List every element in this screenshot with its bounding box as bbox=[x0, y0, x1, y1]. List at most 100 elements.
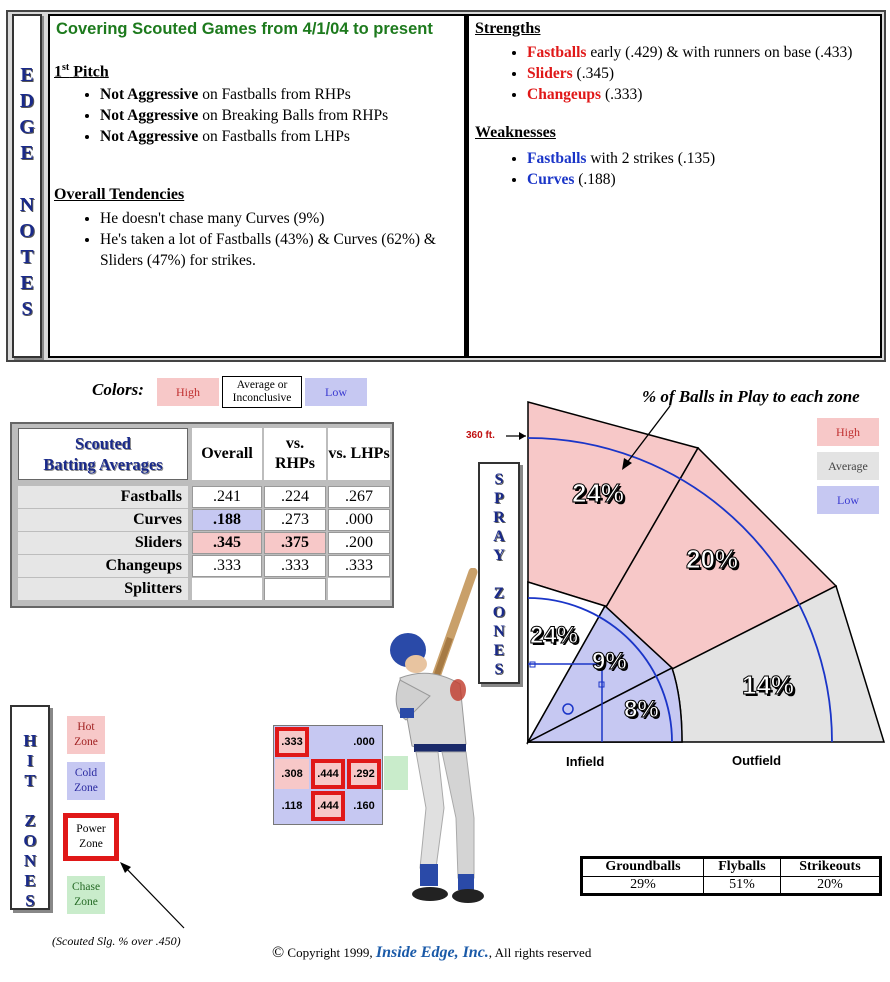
legend-average: Average or Inconclusive bbox=[222, 376, 302, 408]
hit-zones-letter: T bbox=[24, 771, 36, 790]
hit-zones-letter: Z bbox=[24, 811, 36, 830]
tendencies-heading: Overall Tendencies bbox=[54, 186, 185, 203]
spray-zones-letter: S bbox=[494, 661, 504, 678]
row-label: Curves bbox=[18, 509, 188, 531]
list-item: Fastballs with 2 strikes (.135) bbox=[527, 148, 890, 169]
list-item: Not Aggressive on Fastballs from LHPs bbox=[100, 126, 500, 147]
row-label: Splitters bbox=[18, 578, 188, 600]
list-item: He's taken a lot of Fastballs (43%) & Cu… bbox=[100, 229, 450, 271]
chase-zone-key: Chase Zone bbox=[67, 876, 105, 914]
spray-zones-letter: Y bbox=[493, 547, 505, 564]
avg-cell-rhp: .375 bbox=[264, 532, 326, 554]
spray-field bbox=[526, 401, 886, 745]
hit-zones-letter: O bbox=[23, 831, 37, 850]
legend-high: High bbox=[157, 378, 219, 406]
avg-cell-rhp bbox=[264, 578, 326, 600]
avg-cell-lhp: .333 bbox=[328, 555, 390, 577]
batter-figure bbox=[390, 568, 484, 903]
spray-zones-letter: E bbox=[493, 642, 505, 659]
power-zone-key: Power Zone bbox=[63, 813, 119, 861]
infield-right-pct: 8% bbox=[624, 696, 660, 724]
spray-legend-average: Average bbox=[817, 452, 879, 480]
legend-low: Low bbox=[305, 378, 367, 406]
edge-notes-letter: T bbox=[20, 246, 34, 268]
list-item: Fastballs early (.429) & with runners on… bbox=[527, 42, 890, 63]
col-header-rhp: vs. RHPs bbox=[264, 428, 326, 480]
avg-cell-rhp: .224 bbox=[264, 486, 326, 508]
note-arrow bbox=[120, 862, 185, 929]
row-label: Fastballs bbox=[18, 486, 188, 508]
spray-zones-letter: S bbox=[494, 471, 504, 488]
spray-zones-letter: Z bbox=[493, 585, 505, 602]
edge-notes-letter: S bbox=[21, 298, 33, 320]
outfield-label: Outfield bbox=[732, 753, 782, 768]
avg-cell-overall: .241 bbox=[192, 486, 262, 508]
row-label: Changeups bbox=[18, 555, 188, 577]
spray-zones-letter: P bbox=[494, 490, 504, 507]
zone-cell: .444 bbox=[311, 759, 345, 789]
zone-cell bbox=[311, 727, 345, 757]
list-item: Not Aggressive on Breaking Balls from RH… bbox=[100, 105, 500, 126]
zone-cell: .292 bbox=[347, 759, 381, 789]
hit-zones-letter: H bbox=[23, 731, 37, 750]
hit-zones-letter: S bbox=[25, 891, 35, 910]
strengths-list: Fastballs early (.429) & with runners on… bbox=[477, 42, 890, 105]
zone-cell: .118 bbox=[275, 791, 309, 821]
distance-label: 360 ft. bbox=[466, 430, 495, 441]
avg-cell-overall: .345 bbox=[192, 532, 262, 554]
col-header-overall: Overall bbox=[192, 428, 262, 480]
zone-cell: .308 bbox=[275, 759, 309, 789]
flyballs-value: 51% bbox=[702, 875, 781, 894]
ball-type-table: Groundballs Flyballs Strikeouts 29% 51% … bbox=[580, 856, 882, 896]
coverage-title: Covering Scouted Games from 4/1/04 to pr… bbox=[56, 20, 433, 38]
avg-cell-overall: .188 bbox=[192, 509, 262, 531]
infield-right-zone bbox=[527, 666, 683, 743]
spray-zones-letter: N bbox=[493, 623, 505, 640]
edge-notes-letter: G bbox=[19, 116, 35, 138]
list-item: Curves (.188) bbox=[527, 169, 890, 190]
list-item: Sliders (.345) bbox=[527, 63, 890, 84]
copyright: © Copyright 1999, Inside Edge, Inc., All… bbox=[272, 944, 592, 961]
groundballs-value: 29% bbox=[582, 875, 704, 894]
colors-label: Colors: bbox=[92, 380, 144, 399]
hit-zones-letter: N bbox=[23, 851, 37, 870]
cold-zone-key: Cold Zone bbox=[67, 762, 105, 800]
row-label: Sliders bbox=[18, 532, 188, 554]
strikeouts-header: Strikeouts bbox=[779, 858, 881, 877]
weaknesses-heading: Weaknesses bbox=[475, 124, 556, 141]
right-field-pct: 14% bbox=[741, 670, 795, 701]
weaknesses-list: Fastballs with 2 strikes (.135) Curves (… bbox=[477, 148, 890, 190]
notes-left-pane: Covering Scouted Games from 4/1/04 to pr… bbox=[48, 14, 466, 358]
spray-zones-letter: O bbox=[492, 604, 506, 621]
list-item: He doesn't chase many Curves (9%) bbox=[100, 208, 450, 229]
avg-cell-lhp bbox=[328, 578, 390, 600]
avg-cell-rhp: .273 bbox=[264, 509, 326, 531]
hit-zones-letter: E bbox=[24, 871, 36, 890]
avg-cell-lhp: .200 bbox=[328, 532, 390, 554]
edge-notes-letter: D bbox=[19, 90, 35, 112]
hit-zones-letter: I bbox=[26, 751, 34, 770]
distance-arrow bbox=[506, 432, 526, 440]
spray-legend-low: Low bbox=[817, 486, 879, 514]
strikeouts-value: 20% bbox=[779, 875, 881, 894]
infield-left-pct: 24% bbox=[529, 622, 579, 650]
infield-label: Infield bbox=[566, 754, 605, 769]
spray-legend-high: High bbox=[817, 418, 879, 446]
edge-notes-letter bbox=[25, 166, 30, 192]
notes-right-pane: Strengths Fastballs early (.429) & with … bbox=[466, 14, 882, 358]
edge-notes-letter: E bbox=[20, 272, 34, 294]
center-field-pct: 20% bbox=[685, 544, 739, 575]
list-item: Changeups (.333) bbox=[527, 84, 890, 105]
col-header-lhp: vs. LHPs bbox=[328, 428, 390, 480]
tendencies-list: He doesn't chase many Curves (9%) He's t… bbox=[50, 208, 450, 271]
first-pitch-heading: 1st Pitch bbox=[54, 62, 109, 81]
flyballs-header: Flyballs bbox=[702, 858, 781, 877]
spray-zones-letter: A bbox=[493, 528, 505, 545]
avg-cell-overall bbox=[192, 578, 262, 600]
infield-middle-pct: 9% bbox=[592, 648, 628, 676]
zone-cell: .160 bbox=[347, 791, 381, 821]
